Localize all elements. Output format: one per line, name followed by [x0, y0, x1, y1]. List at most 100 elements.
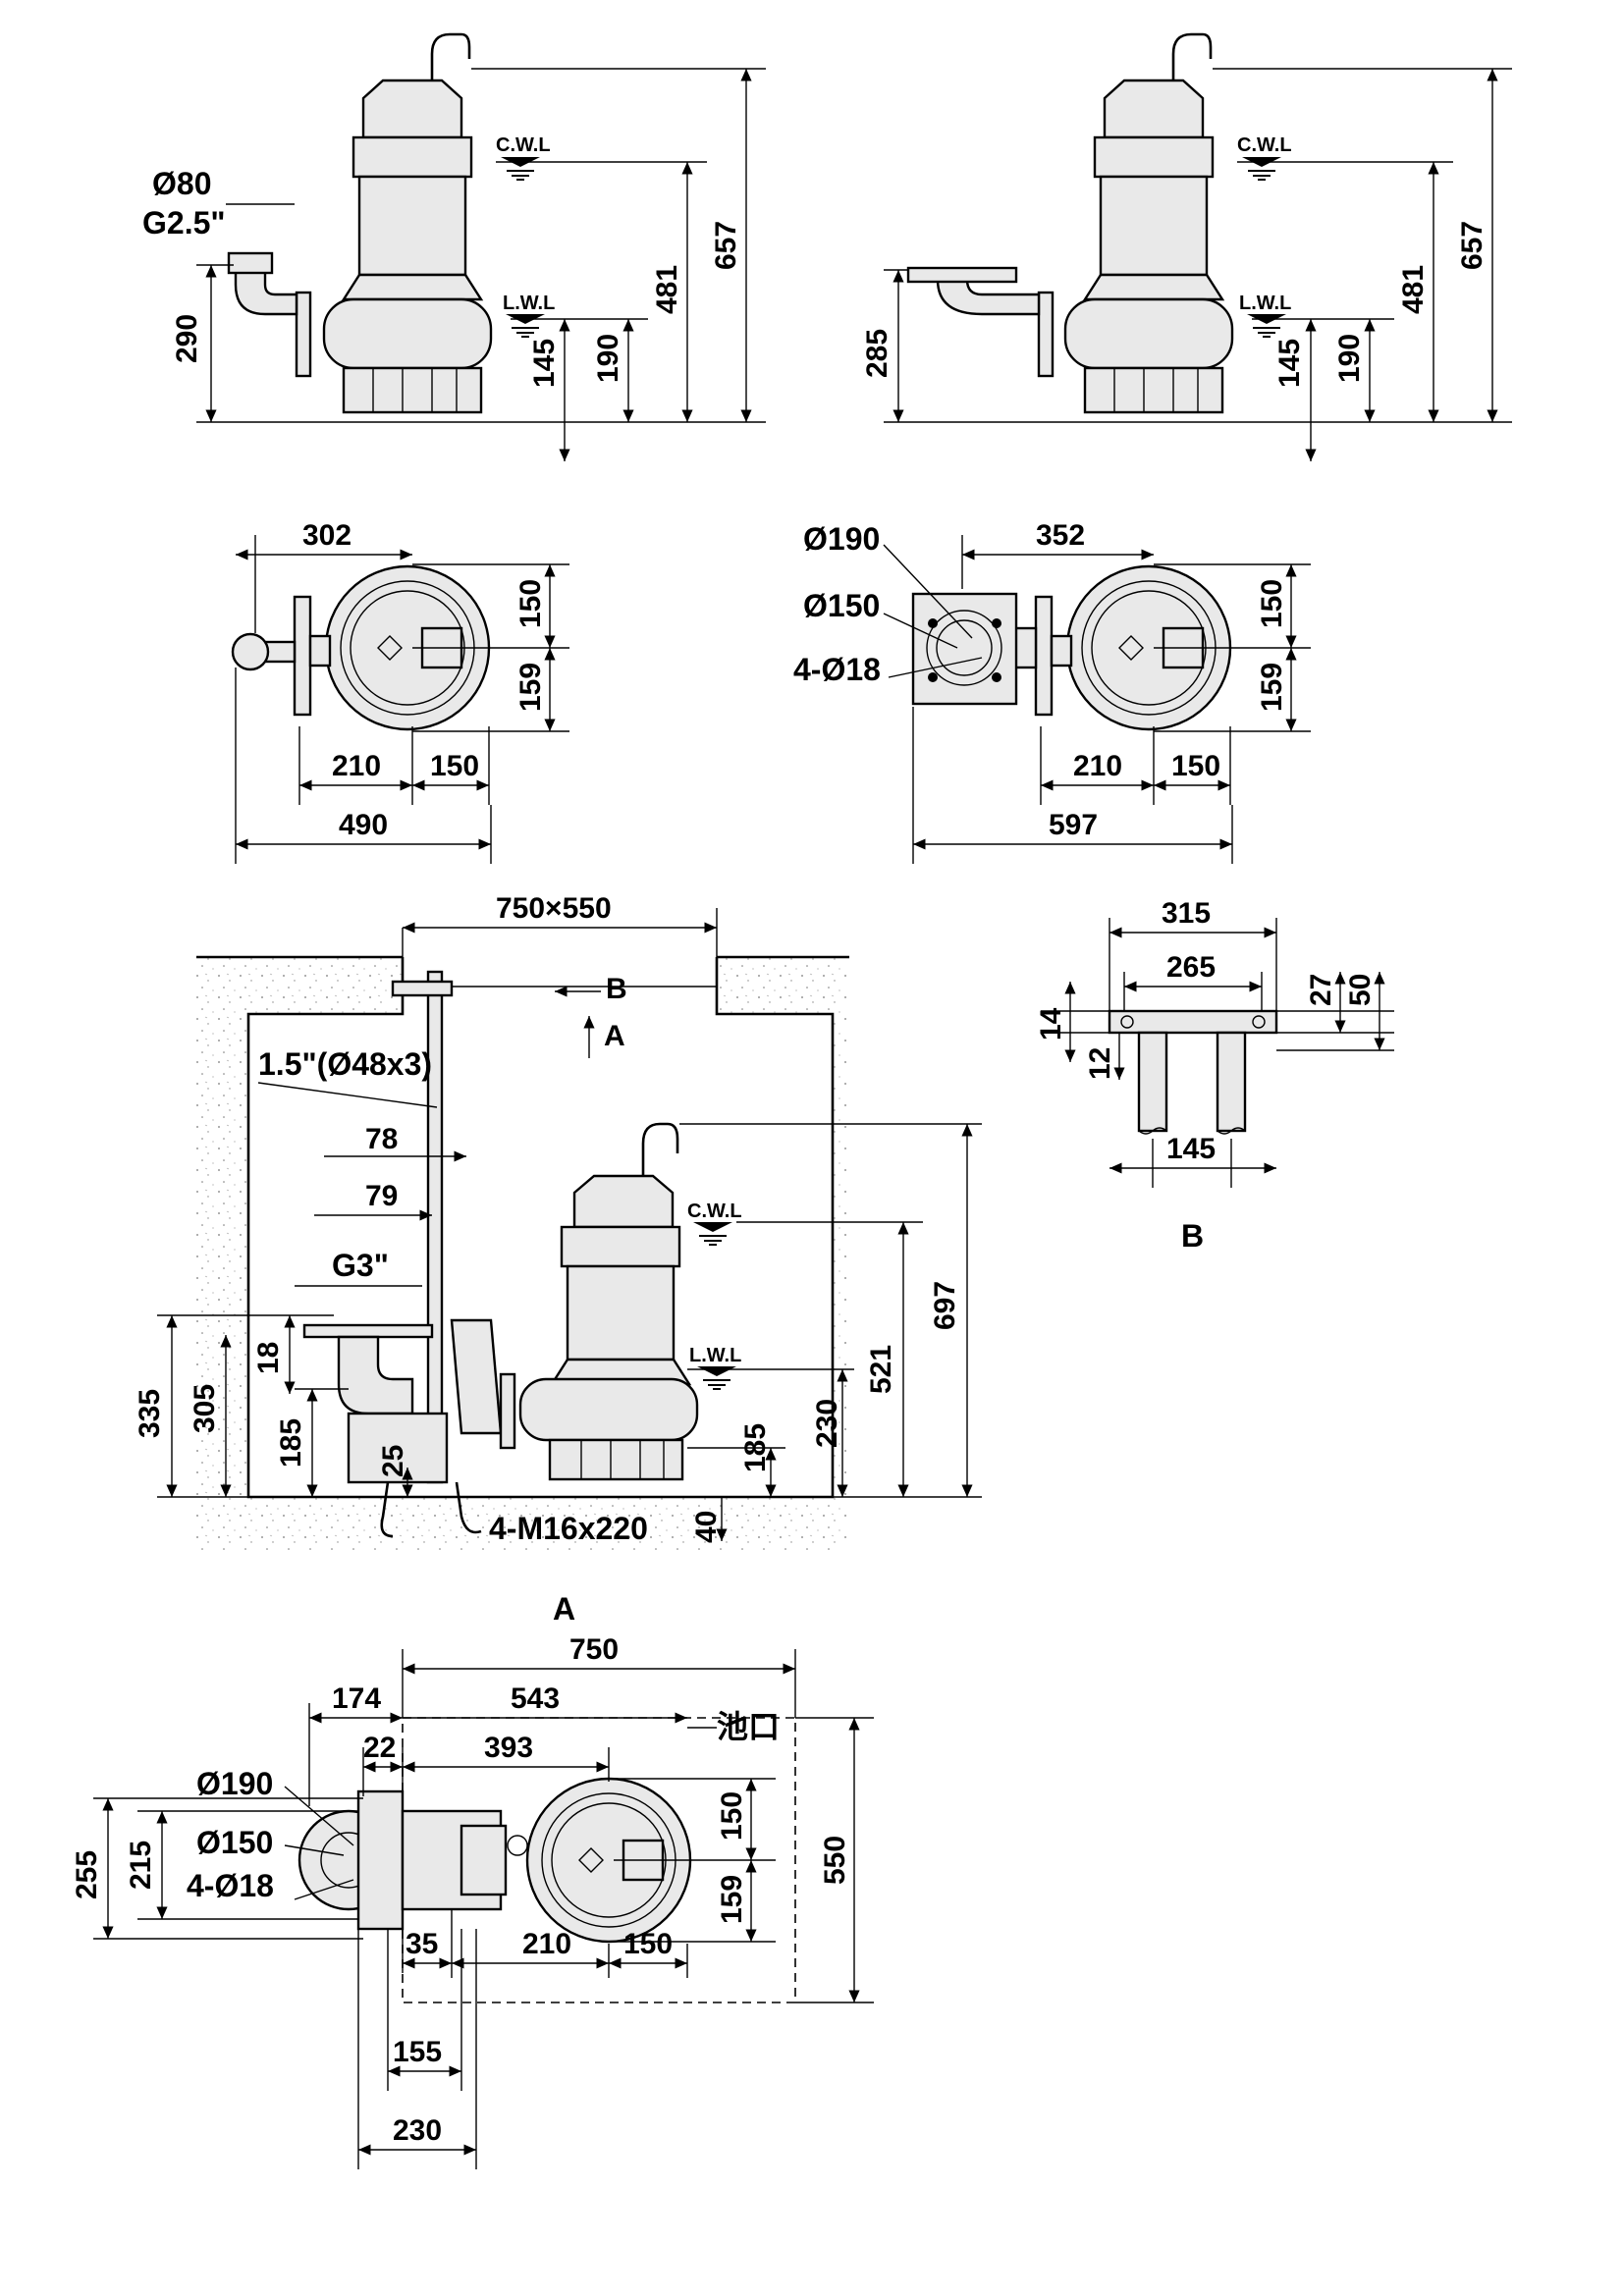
volute-casing [322, 297, 493, 370]
dim-657: 657 [1456, 221, 1488, 270]
pit-wall [246, 957, 835, 1499]
dim-40: 40 [690, 1511, 723, 1543]
guide-bracket [391, 980, 454, 997]
plan-view-right: Ø190 Ø150 4-Ø18 352 150 159 210 150 597 [793, 519, 1311, 864]
outlet-nozzle [227, 251, 274, 275]
dim-155: 155 [393, 2036, 442, 2068]
dim-150b: 150 [430, 750, 479, 782]
coupling-base [347, 1412, 449, 1484]
dim-185-left: 185 [275, 1418, 307, 1468]
lifting-handle [641, 1122, 679, 1188]
motor-skirt [549, 1358, 692, 1386]
dim-315: 315 [1162, 897, 1211, 930]
outlet-dia-label: Ø80 [152, 166, 211, 201]
dim-657: 657 [710, 221, 742, 270]
pit-size-label: 750×550 [496, 892, 612, 925]
flange-neck [1050, 634, 1073, 667]
lifting-handle [1171, 32, 1213, 93]
dim-159: 159 [514, 663, 547, 712]
dim-150-h: 150 [623, 1928, 673, 1960]
cwl-label: C.W.L [496, 134, 551, 156]
anchor-bolt-label: 4-M16x220 [489, 1511, 648, 1546]
flange-dia-150: Ø150 [196, 1825, 273, 1860]
dim-12: 12 [1084, 1047, 1116, 1080]
motor-housing [357, 175, 467, 277]
lwl-label: L.W.L [503, 293, 555, 314]
dim-150b: 150 [1171, 750, 1220, 782]
coupling-claw [460, 1824, 508, 1896]
dim-150: 150 [1256, 579, 1288, 628]
dim-14: 14 [1035, 1007, 1067, 1041]
elevation-view-right: C.W.L L.W.L 285 145 190 481 657 [861, 32, 1512, 461]
flange-dia-150: Ø150 [803, 588, 880, 623]
dim-305: 305 [189, 1384, 221, 1433]
dim-393: 393 [484, 1732, 533, 1764]
dim-490: 490 [339, 809, 388, 841]
motor-cap-band [560, 1225, 681, 1268]
volute-casing [518, 1377, 699, 1442]
dim-190: 190 [592, 334, 624, 383]
lwl-symbol [1247, 314, 1286, 338]
dim-230: 230 [393, 2114, 442, 2147]
outlet-end [231, 632, 270, 671]
dim-210: 210 [332, 750, 381, 782]
outlet-thread-label: G3" [332, 1248, 389, 1283]
outlet-thread-label: G2.5" [142, 205, 226, 240]
dim-159: 159 [1256, 663, 1288, 712]
motor-cap [572, 1174, 675, 1229]
motor-skirt [341, 273, 484, 301]
dim-210: 210 [1073, 750, 1122, 782]
flange-dia-190: Ø190 [803, 521, 880, 557]
dim-190: 190 [1333, 334, 1366, 383]
dim-521: 521 [865, 1345, 897, 1394]
dim-230: 230 [811, 1399, 843, 1448]
dim-550: 550 [819, 1836, 851, 1885]
dim-335: 335 [134, 1389, 166, 1438]
anchor-bolt-left [380, 1481, 394, 1538]
cwl-symbol [693, 1222, 732, 1246]
dim-285: 285 [861, 329, 893, 378]
dim-352: 352 [1036, 519, 1085, 552]
dim-215: 215 [125, 1841, 157, 1890]
flange-bolt-holes: 4-Ø18 [793, 652, 881, 687]
dim-174: 174 [332, 1682, 381, 1715]
pump-flange [499, 1372, 516, 1450]
motor-housing [1099, 175, 1209, 277]
anchor-bolt-right [455, 1481, 482, 1534]
cwl-symbol [501, 157, 540, 181]
volute-casing [1063, 297, 1234, 370]
dim-79: 79 [365, 1180, 398, 1212]
plan-view-a: A 池口 Ø190 Ø150 4-Ø18 750 174 543 [71, 1591, 874, 2169]
lwl-label: L.W.L [1239, 293, 1291, 314]
dim-255: 255 [71, 1850, 103, 1899]
guide-bracket-plate [1108, 1009, 1278, 1035]
dim-210: 210 [522, 1928, 571, 1960]
coupling-claw [450, 1318, 503, 1435]
motor-cap-band [352, 135, 473, 179]
motor-cap [1103, 79, 1205, 139]
dim-25: 25 [377, 1445, 409, 1477]
guide-pipe-label: 1.5"(Ø48x3) [258, 1046, 432, 1082]
dim-50: 50 [1344, 974, 1377, 1006]
lifting-handle [430, 32, 471, 93]
dim-302: 302 [302, 519, 352, 552]
flange-bore-outer [926, 610, 1002, 686]
discharge-elbow [234, 268, 298, 316]
discharge-flange [295, 291, 312, 378]
dim-35: 35 [406, 1928, 438, 1960]
section-mark-b: B [606, 973, 627, 1005]
motor-cap [361, 79, 463, 139]
dim-22: 22 [363, 1732, 396, 1764]
dim-145: 145 [1166, 1133, 1216, 1165]
cwl-label: C.W.L [687, 1201, 742, 1222]
base-stand [548, 1438, 684, 1481]
lwl-label: L.W.L [689, 1345, 741, 1366]
dim-265: 265 [1166, 951, 1216, 984]
elevation-view-left: Ø80 G2.5" C.W.L L.W.L 290 145 190 481 65… [142, 32, 766, 461]
cwl-symbol [1242, 157, 1281, 181]
dim-145: 145 [528, 339, 561, 388]
coupling-body [356, 1789, 405, 1931]
outlet-flange [302, 1323, 434, 1339]
installation-section: 750×550 B A 1.5"(Ø48x3) 78 79 G3" C.W.L … [134, 892, 982, 1551]
